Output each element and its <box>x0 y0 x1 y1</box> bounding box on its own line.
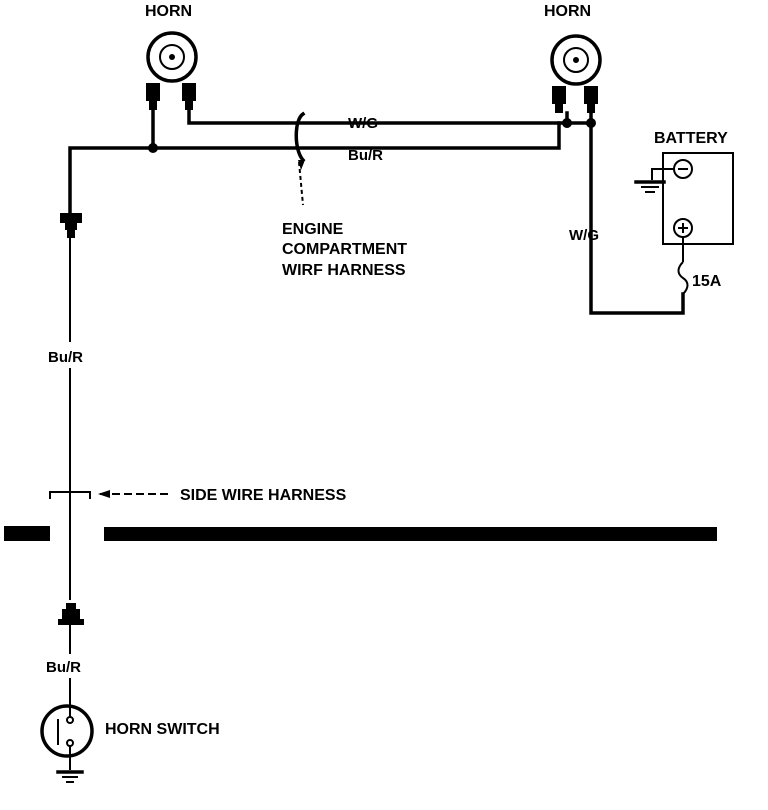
ground-symbol-bottom <box>56 770 84 783</box>
bottom-connector <box>58 603 84 625</box>
horn-switch-label: HORN SWITCH <box>105 721 220 738</box>
fuse-15a <box>677 237 689 295</box>
junction-dot <box>148 143 158 153</box>
divider-bar-left <box>4 526 50 541</box>
wire-label-wg-top: W/G <box>348 115 378 132</box>
engine-harness-label-line1: ENGINE <box>282 221 344 238</box>
left-horn <box>146 31 198 110</box>
right-horn <box>550 34 602 113</box>
side-harness-marker <box>49 490 172 499</box>
engine-harness-label-line2: COMPARTMENT <box>282 241 407 258</box>
horn-switch-symbol <box>40 704 94 770</box>
wire-label-bur-top: Bu/R <box>348 147 383 164</box>
wire-label-bur-bottom: Bu/R <box>46 659 81 676</box>
fuse-rating-label: 15A <box>692 273 722 290</box>
wire-wg-top <box>187 108 685 315</box>
junction-dot <box>586 118 596 128</box>
engine-harness-marker <box>294 111 306 206</box>
junction-dot <box>562 118 572 128</box>
battery-box <box>662 152 734 245</box>
divider-bar-right <box>104 527 717 541</box>
wire-bur-top <box>68 108 561 217</box>
battery-negative-terminal <box>673 159 693 179</box>
battery-label: BATTERY <box>654 130 728 147</box>
ground-symbol-battery <box>634 168 674 193</box>
wire-label-wg-vertical: W/G <box>569 227 599 244</box>
left-horn-label: HORN <box>145 3 192 20</box>
left-connector <box>60 213 82 238</box>
engine-harness-label-line3: WIRF HARNESS <box>282 262 406 279</box>
side-harness-label: SIDE WIRE HARNESS <box>180 487 347 504</box>
right-horn-label: HORN <box>544 3 591 20</box>
battery-positive-terminal <box>673 218 693 238</box>
wire-label-bur-left: Bu/R <box>48 349 83 366</box>
